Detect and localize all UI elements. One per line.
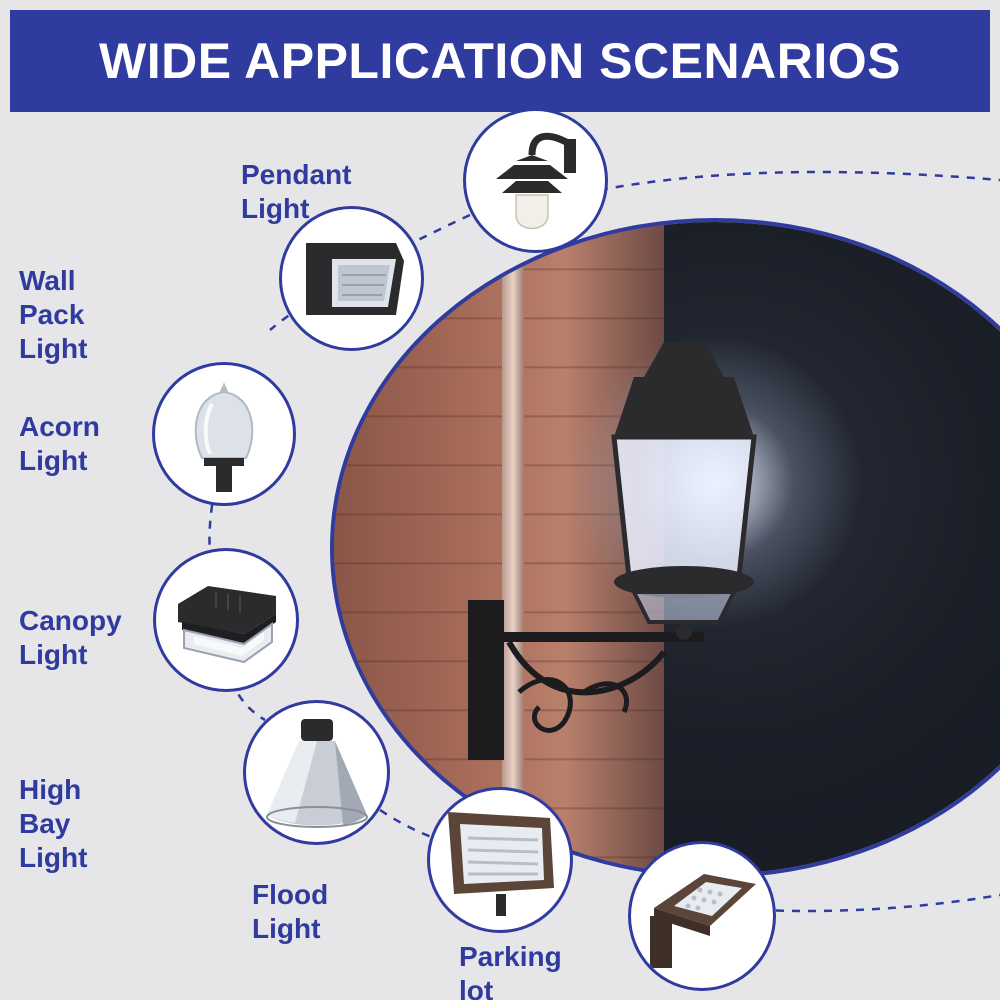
acorn-light-circle: [152, 362, 296, 506]
pendant-light-label: Pendant Light: [241, 159, 352, 224]
canopy-light-label: Canopy Light: [19, 605, 122, 670]
canopy-light-circle: [153, 548, 299, 692]
pendant-light-icon: [495, 132, 576, 229]
page-title: WIDE APPLICATION SCENARIOS: [99, 33, 901, 89]
drain-pipe: [502, 262, 524, 822]
parking-lot-light-circle: [628, 841, 776, 991]
wall-pack-light-icon: [305, 242, 404, 315]
flood-light-label: Flood Light: [252, 879, 329, 944]
acorn-light-label: Acorn Light: [19, 411, 100, 476]
flood-light-icon: [448, 812, 554, 916]
wall-pack-light-circle: [279, 206, 424, 351]
parking-lot-light-icon: [650, 874, 756, 968]
high-bay-light-icon: [265, 718, 368, 828]
parking-lot-label: Parking lot: [459, 941, 562, 1000]
flood-light-circle: [427, 787, 573, 933]
hero-scene: [330, 218, 1000, 878]
acorn-light-icon: [194, 382, 254, 492]
wall-pack-light-label: Wall Pack Light: [19, 265, 88, 364]
pendant-light-circle: [463, 108, 608, 253]
high-bay-light-label: High Bay Light: [19, 774, 88, 873]
title-banner: WIDE APPLICATION SCENARIOS: [10, 10, 990, 112]
high-bay-light-circle: [243, 700, 390, 845]
canopy-light-icon: [178, 586, 276, 664]
street-lantern-icon: [468, 342, 757, 760]
